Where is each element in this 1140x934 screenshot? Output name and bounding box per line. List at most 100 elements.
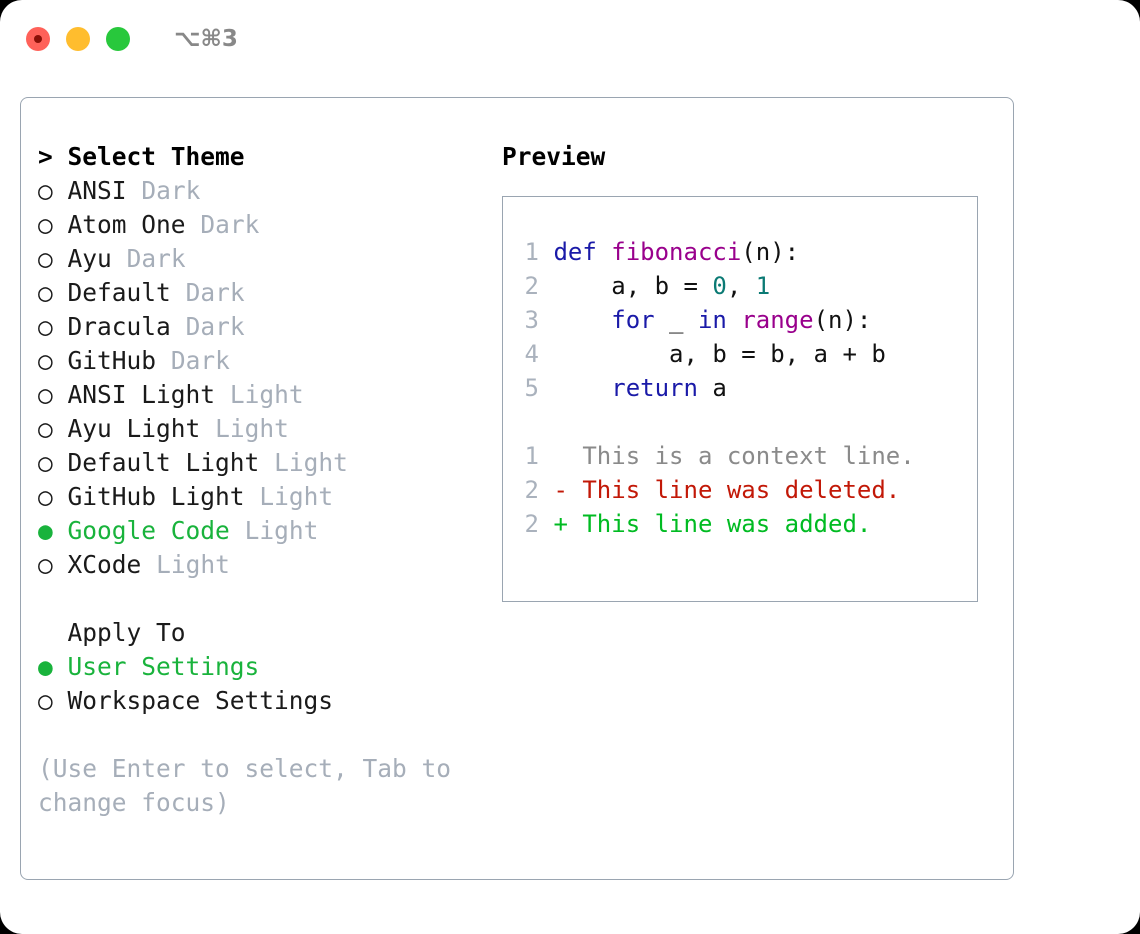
- theme-name-label: Atom One: [67, 210, 186, 239]
- code-token: ,: [726, 272, 756, 300]
- theme-variant-label: Dark: [141, 176, 201, 205]
- theme-list-item[interactable]: ○ GitHub Dark: [38, 344, 483, 378]
- theme-list-item[interactable]: ● Google Code Light: [38, 514, 483, 548]
- code-line: 4 a, b = b, a + b: [517, 337, 977, 371]
- code-line: 1 def fibonacci(n):: [517, 235, 977, 269]
- radio-unselected-icon: ○: [38, 346, 53, 375]
- theme-selector-panel: > Select Theme ○ ANSI Dark○ Atom One Dar…: [20, 97, 1014, 880]
- theme-name-label: Ayu: [67, 244, 112, 273]
- theme-name-label: Default Light: [67, 448, 260, 477]
- apply-to-item[interactable]: ● User Settings: [38, 650, 483, 684]
- maximize-window-button[interactable]: [106, 27, 130, 51]
- header-caret-icon: >: [38, 142, 53, 171]
- theme-list-item[interactable]: ○ Dracula Dark: [38, 310, 483, 344]
- diff-sample: 1 This is a context line.2 - This line w…: [517, 439, 977, 541]
- diff-line-number: 1: [524, 442, 539, 470]
- theme-list-item[interactable]: ○ GitHub Light Light: [38, 480, 483, 514]
- theme-variant-label: Light: [215, 414, 289, 443]
- code-token: a, b =: [553, 272, 713, 300]
- code-line-number: 5: [524, 374, 539, 402]
- apply-to-list: ● User Settings○ Workspace Settings: [38, 650, 483, 718]
- theme-list-item[interactable]: ○ Ayu Light Light: [38, 412, 483, 446]
- theme-list-item[interactable]: ○ Atom One Dark: [38, 208, 483, 242]
- radio-unselected-icon: ○: [38, 550, 53, 579]
- code-token: def: [553, 238, 612, 266]
- preview-title: Preview: [502, 142, 606, 171]
- radio-selected-icon: ●: [38, 516, 53, 545]
- theme-variant-label: Light: [259, 482, 334, 511]
- theme-list-item[interactable]: ○ ANSI Dark: [38, 174, 483, 208]
- minimize-window-button[interactable]: [66, 27, 90, 51]
- radio-unselected-icon: ○: [38, 380, 53, 409]
- theme-name-label: ANSI: [67, 176, 127, 205]
- theme-variant-label: Dark: [185, 278, 245, 307]
- radio-unselected-icon: ○: [38, 482, 53, 511]
- radio-unselected-icon: ○: [38, 210, 53, 239]
- theme-list-item[interactable]: ○ ANSI Light Light: [38, 378, 483, 412]
- theme-list-item[interactable]: ○ Default Light Light: [38, 446, 483, 480]
- radio-unselected-icon: ○: [38, 244, 53, 273]
- code-line-number: 1: [524, 238, 539, 266]
- apply-to-label: User Settings: [67, 652, 260, 681]
- theme-variant-label: Dark: [200, 210, 260, 239]
- diff-line: 1 This is a context line.: [517, 439, 977, 473]
- list-spacer: [38, 582, 483, 616]
- diff-line-text: This is a context line.: [553, 442, 915, 470]
- theme-name-label: Ayu Light: [67, 414, 201, 443]
- apply-to-header: ○ Apply To: [38, 616, 483, 650]
- theme-list: ○ ANSI Dark○ Atom One Dark○ Ayu Dark○ De…: [38, 174, 483, 582]
- code-token: _: [654, 306, 698, 334]
- theme-list-item[interactable]: ○ Default Dark: [38, 276, 483, 310]
- title-bar: ⌥⌘3: [0, 0, 1140, 78]
- theme-name-label: Default: [67, 278, 171, 307]
- diff-line-number: 2: [524, 510, 539, 538]
- code-token: in: [697, 306, 727, 334]
- apply-to-header-marker-placeholder: ○: [38, 616, 53, 650]
- radio-unselected-icon: ○: [38, 686, 53, 715]
- panel-columns: > Select Theme ○ ANSI Dark○ Atom One Dar…: [21, 98, 1013, 820]
- code-line: 5 return a: [517, 371, 977, 405]
- select-theme-header: > Select Theme: [38, 140, 483, 174]
- traffic-lights: [26, 27, 130, 51]
- select-theme-header-label: Select Theme: [67, 142, 245, 171]
- diff-line: 2 - This line was deleted.: [517, 473, 977, 507]
- radio-unselected-icon: ○: [38, 448, 53, 477]
- code-diff-separator: [517, 405, 977, 439]
- radio-unselected-icon: ○: [38, 414, 53, 443]
- code-token: 1: [755, 272, 771, 300]
- code-token: (n):: [813, 306, 872, 334]
- code-token: [553, 306, 611, 334]
- theme-variant-label: Light: [274, 448, 348, 477]
- theme-variant-label: Light: [244, 516, 319, 545]
- code-token: a: [697, 374, 727, 402]
- apply-to-label: Workspace Settings: [67, 686, 334, 715]
- theme-variant-label: Light: [156, 550, 230, 579]
- radio-unselected-icon: ○: [38, 312, 53, 341]
- radio-unselected-icon: ○: [38, 176, 53, 205]
- theme-list-item[interactable]: ○ Ayu Dark: [38, 242, 483, 276]
- close-window-button[interactable]: [26, 27, 50, 51]
- code-token: (n):: [741, 238, 800, 266]
- code-token: for: [611, 306, 655, 334]
- code-token: return: [611, 374, 698, 402]
- code-line-number: 4: [524, 340, 539, 368]
- theme-name-label: GitHub Light: [67, 482, 245, 511]
- radio-unselected-icon: ○: [38, 278, 53, 307]
- code-token: a, b = b, a + b: [553, 340, 886, 368]
- theme-variant-label: Dark: [185, 312, 245, 341]
- radio-selected-icon: ●: [38, 652, 53, 681]
- keyboard-hint: (Use Enter to select, Tab to change focu…: [38, 754, 452, 817]
- theme-list-item[interactable]: ○ XCode Light: [38, 548, 483, 582]
- code-token: [727, 306, 741, 334]
- theme-name-label: ANSI Light: [67, 380, 216, 409]
- apply-to-header-label: Apply To: [67, 618, 186, 647]
- theme-name-label: Dracula: [67, 312, 171, 341]
- theme-list-column: > Select Theme ○ ANSI Dark○ Atom One Dar…: [21, 140, 483, 820]
- theme-name-label: XCode: [67, 550, 142, 579]
- preview-column: Preview 1 def fibonacci(n):2 a, b = 0, 1…: [483, 140, 1013, 820]
- keyboard-shortcut-label: ⌥⌘3: [174, 26, 238, 52]
- code-token: range: [741, 306, 814, 334]
- apply-to-item[interactable]: ○ Workspace Settings: [38, 684, 483, 718]
